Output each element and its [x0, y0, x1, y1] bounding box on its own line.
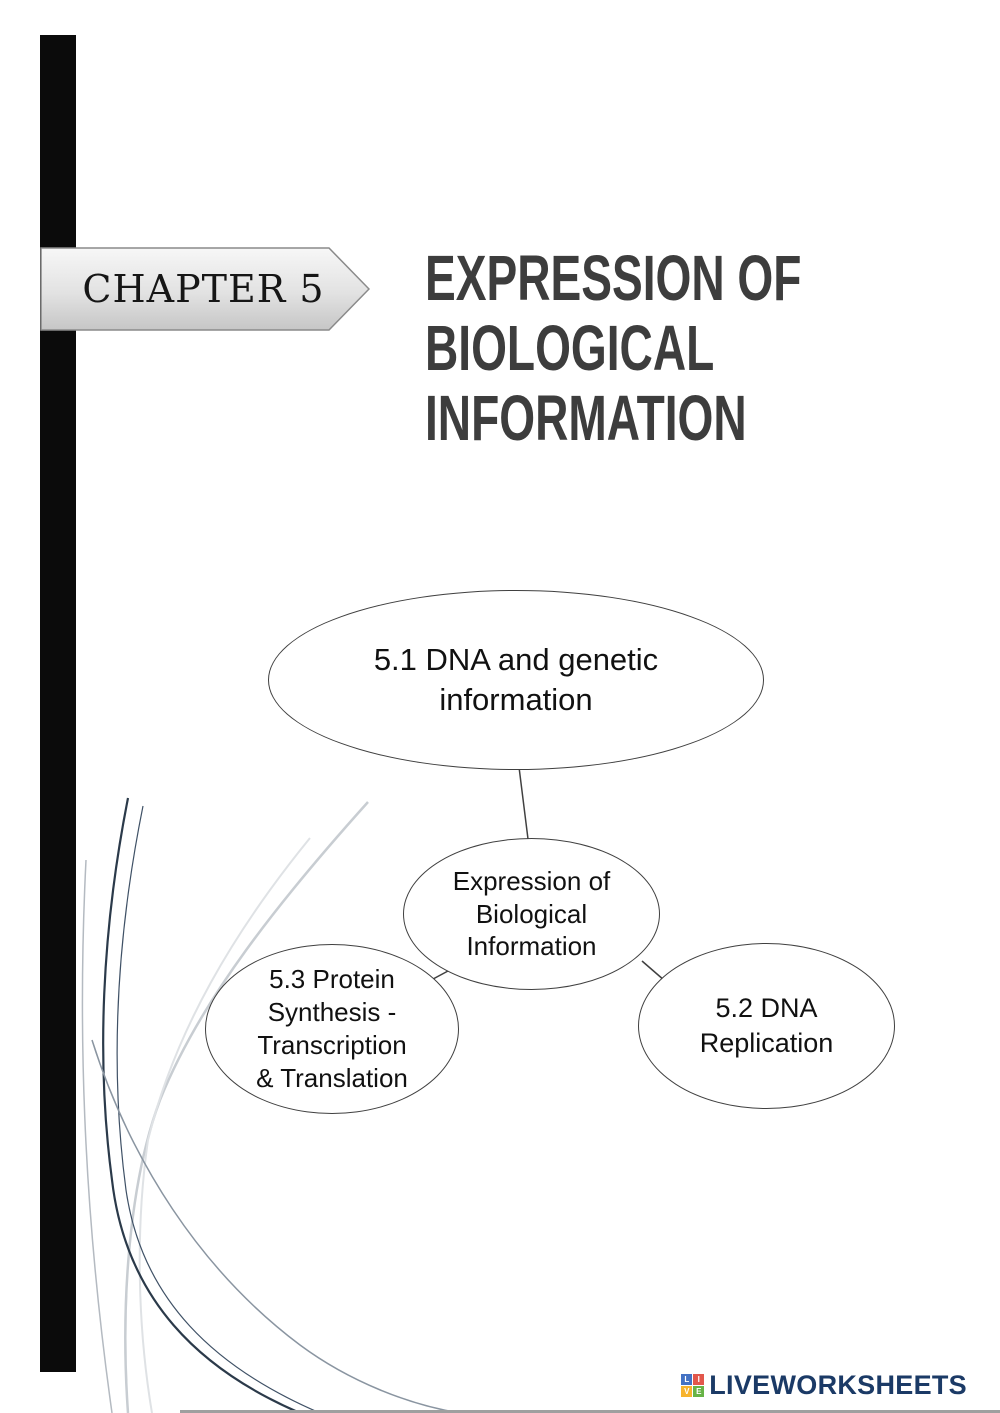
- diagram-node-center: Expression of Biological Information: [403, 838, 660, 990]
- node-label-center: Expression of Biological Information: [452, 865, 611, 962]
- connector-line: [518, 766, 529, 840]
- logo-letter-i: I: [693, 1374, 705, 1385]
- liveworksheets-logo[interactable]: L I V E LIVEWORKSHEETS: [681, 1370, 967, 1401]
- logo-letter-l: L: [681, 1374, 693, 1385]
- logo-letter-v: V: [681, 1386, 693, 1397]
- chapter-banner-shape: [40, 247, 370, 331]
- logo-letter-e: E: [693, 1386, 705, 1397]
- diagram-node-5-1: 5.1 DNA and genetic information: [268, 590, 764, 770]
- chapter-label: CHAPTER 5: [82, 267, 325, 311]
- chapter-banner: CHAPTER 5: [40, 247, 370, 331]
- liveworksheets-icon: L I V E: [681, 1374, 705, 1397]
- node-label-5-1: 5.1 DNA and genetic information: [373, 642, 659, 717]
- brand-name: LIVEWORKSHEETS: [709, 1370, 967, 1400]
- decor-curve: [116, 805, 321, 1413]
- decor-curve: [102, 797, 301, 1413]
- diagram-node-5-2: 5.2 DNA Replication: [638, 943, 895, 1109]
- title-line-3: INFORMATION: [425, 382, 747, 454]
- page-title: EXPRESSION OF BIOLOGICAL INFORMATION: [425, 243, 948, 453]
- title-line-2: BIOLOGICAL: [425, 312, 715, 384]
- decor-curve: [91, 1039, 461, 1413]
- decor-curve: [138, 837, 311, 1413]
- node-label-5-3: 5.3 Protein Synthesis - Transcription & …: [256, 963, 408, 1094]
- title-line-1: EXPRESSION OF: [425, 242, 802, 314]
- bottom-rule: [180, 1410, 1000, 1413]
- decor-curve: [81, 859, 113, 1413]
- node-label-5-2: 5.2 DNA Replication: [699, 992, 834, 1058]
- diagram-node-5-3: 5.3 Protein Synthesis - Transcription & …: [205, 944, 459, 1114]
